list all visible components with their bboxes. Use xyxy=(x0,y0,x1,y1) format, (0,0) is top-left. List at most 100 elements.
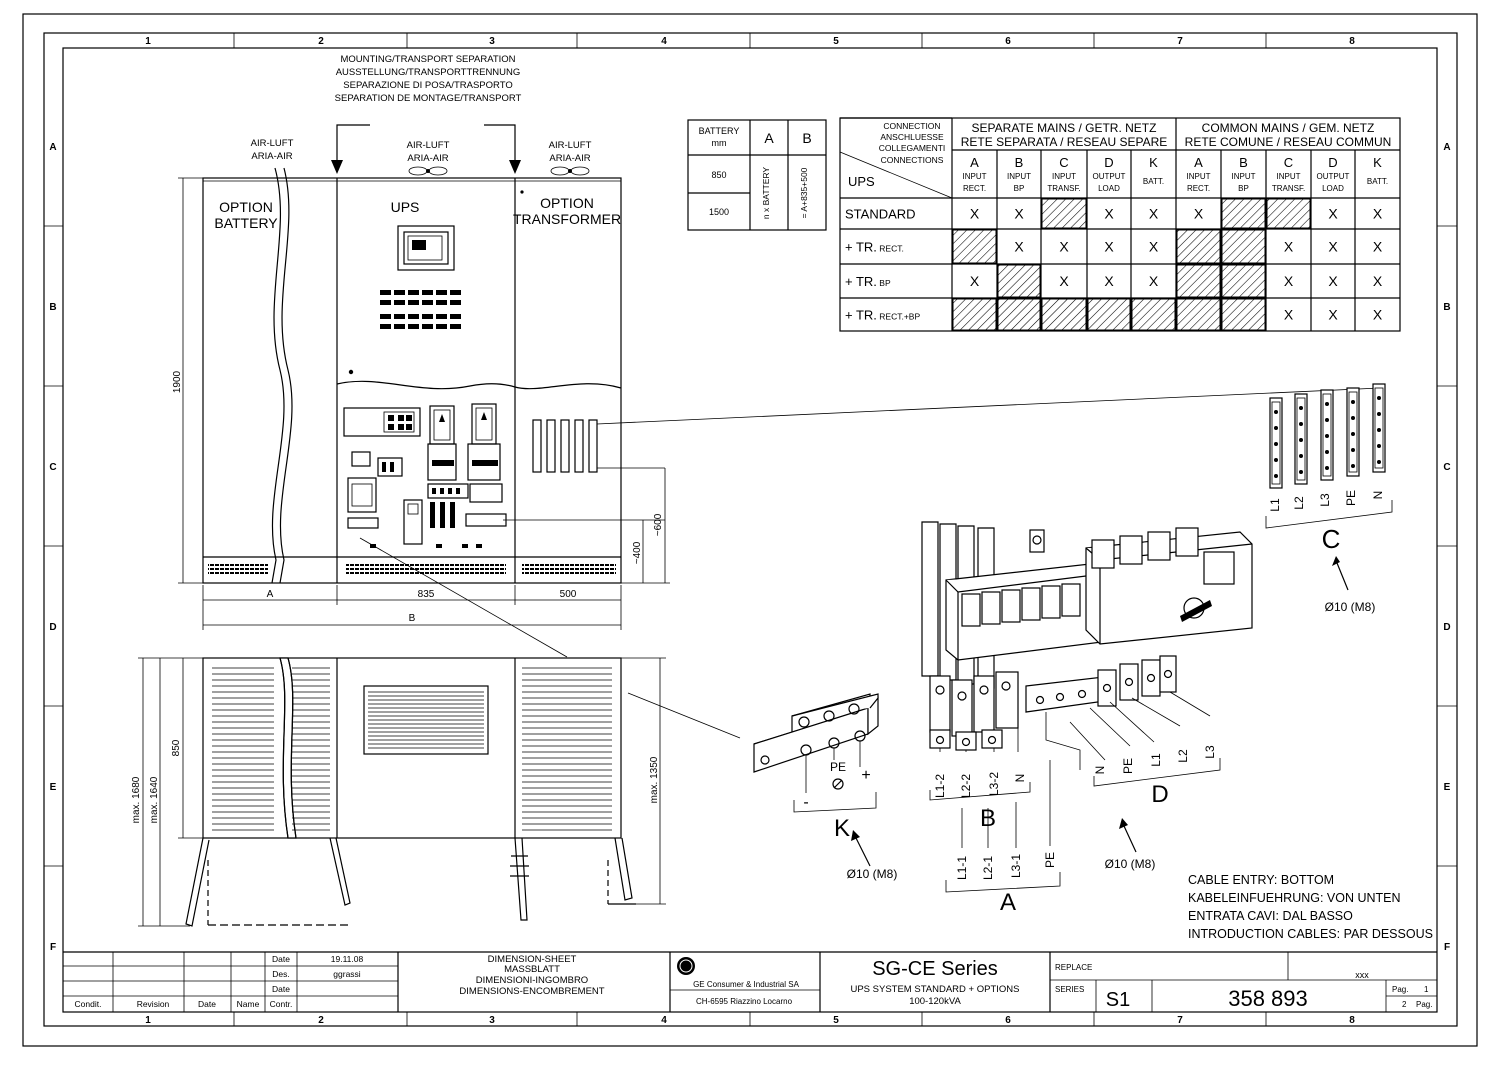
tb-company: GE Consumer & Industrial SA xyxy=(693,980,799,989)
tb-contr-label: Contr. xyxy=(270,999,293,1009)
dim-max-1350: max. 1350 xyxy=(649,756,660,803)
dim-850: 850 xyxy=(171,739,182,756)
cable-entry-note: CABLE ENTRY: BOTTOM KABELEINFUEHRUNG: VO… xyxy=(1188,873,1433,941)
air-right-1: AIR-LUFT xyxy=(549,140,592,151)
dim-max-1640: max. 1640 xyxy=(149,776,160,823)
zone-col-3: 3 xyxy=(489,36,495,47)
zone-col-7-bottom: 7 xyxy=(1177,1015,1183,1026)
conn-cell-hatched xyxy=(1221,229,1266,264)
terminal-k-bolt: Ø10 (M8) xyxy=(847,867,898,881)
tb-pag-label-2: Pag. xyxy=(1416,1000,1432,1009)
terminal-a-letter: A xyxy=(1000,889,1016,916)
conn-col-sub: RECT. xyxy=(963,184,986,193)
tb-sheet-title-3: DIMENSIONI-INGOMBRO xyxy=(476,975,588,986)
conn-cell-hatched xyxy=(1176,298,1221,331)
zone-row-c: C xyxy=(49,462,56,473)
tb-name-col: Name xyxy=(237,999,260,1009)
terminal-k-minus: - xyxy=(803,794,808,811)
terminal-a-l3-1: L3-1 xyxy=(1009,854,1023,878)
conn-row-label: + TR. BP xyxy=(845,274,891,289)
terminal-d-n: N xyxy=(1093,766,1107,775)
tb-series-sub-1: UPS SYSTEM STANDARD + OPTIONS xyxy=(850,984,1019,995)
cable-entry-de: KABELEINFUEHRUNG: VON UNTEN xyxy=(1188,891,1401,905)
terminal-d-letter: D xyxy=(1151,781,1168,808)
conn-col-sub: OUTPUT xyxy=(1317,172,1350,181)
indicator-leds xyxy=(380,290,461,329)
terminal-abd-bolt: Ø10 (M8) xyxy=(1105,857,1156,871)
front-view: MOUNTING/TRANSPORT SEPARATION AUSSTELLUN… xyxy=(172,54,1381,658)
conn-cell-x: X xyxy=(1373,273,1383,289)
dim-500: 500 xyxy=(560,589,577,600)
battery-row-1500: 1500 xyxy=(709,207,729,217)
tb-address: CH-6595 Riazzino Locarno xyxy=(696,997,793,1006)
conn-cell-x: X xyxy=(1328,239,1338,255)
zone-col-4-bottom: 4 xyxy=(661,1015,667,1026)
conn-cell-x: X xyxy=(1194,206,1204,222)
switch-handle-icon xyxy=(1180,600,1212,622)
zone-col-5-bottom: 5 xyxy=(833,1015,839,1026)
vent-grille xyxy=(368,691,484,749)
zone-row-a-right: A xyxy=(1443,142,1450,153)
terminal-c-pe: PE xyxy=(1344,490,1358,506)
conn-row-label: STANDARD xyxy=(845,207,916,222)
conn-cell-x: X xyxy=(1284,239,1294,255)
conn-corner-fr: CONNECTIONS xyxy=(881,155,944,165)
cable-entry-fr: INTRODUCTION CABLES: PAR DESSOUS xyxy=(1188,927,1433,941)
terminal-b-n: N xyxy=(1013,774,1027,783)
terminal-b-letter: B xyxy=(980,805,996,832)
conn-cell-x: X xyxy=(1328,307,1338,323)
conn-cell-x: X xyxy=(1104,273,1114,289)
battery-a-formula: n x BATTERY xyxy=(761,167,771,219)
terminal-c-bolt: Ø10 (M8) xyxy=(1325,600,1376,614)
conn-cell-x: X xyxy=(1284,307,1294,323)
separation-label-en: MOUNTING/TRANSPORT SEPARATION xyxy=(340,54,515,65)
conn-cell-hatched xyxy=(952,298,997,331)
conn-cell-x: X xyxy=(1328,273,1338,289)
conn-cell-hatched xyxy=(952,229,997,264)
tb-des-value: ggrassi xyxy=(333,969,361,979)
terminal-a-l2-1: L2-1 xyxy=(981,856,995,880)
zone-row-b: B xyxy=(49,302,56,313)
zone-row-d-right: D xyxy=(1443,622,1450,633)
terminal-k-pe: PE xyxy=(830,760,846,774)
tb-series-sub-2: 100-120kVA xyxy=(909,996,961,1007)
zone-col-8-bottom: 8 xyxy=(1349,1015,1355,1026)
conn-col-sub: INPUT xyxy=(1052,172,1076,181)
common-mains-title-1: COMMON MAINS / GEM. NETZ xyxy=(1202,121,1375,135)
separation-label-de: AUSSTELLUNG/TRANSPORTTRENNUNG xyxy=(336,67,521,78)
conn-col-letter: D xyxy=(1328,155,1337,170)
zone-col-1-bottom: 1 xyxy=(145,1015,151,1026)
tb-condit: Condit. xyxy=(75,999,102,1009)
battery-b-formula: = A+835+500 xyxy=(799,167,809,218)
arrow-down-icon xyxy=(331,160,343,174)
terminal-a-l1-1: L1-1 xyxy=(955,856,969,880)
terminal-b-l1-2: L1-2 xyxy=(933,774,947,798)
dim-835: 835 xyxy=(418,589,435,600)
conn-cell-x: X xyxy=(1014,239,1024,255)
terminal-b-l3-2: L3-2 xyxy=(987,772,1001,796)
conn-col-sub: LOAD xyxy=(1098,184,1120,193)
conn-cell-hatched xyxy=(1041,298,1087,331)
zone-col-8: 8 xyxy=(1349,36,1355,47)
conn-cell-x: X xyxy=(1328,206,1338,222)
tb-sheet-title-1: DIMENSION-SHEET xyxy=(488,954,577,965)
battery-table: BATTERY mm 850 1500 n x BATTERY = A+835+… xyxy=(687,119,827,231)
tb-series-value: S1 xyxy=(1106,989,1130,1011)
terminal-c-n: N xyxy=(1371,491,1385,500)
conn-col-sub: INPUT xyxy=(963,172,987,181)
tb-pag-value-2: 2 xyxy=(1402,1000,1407,1009)
terminal-c-letter: C xyxy=(1322,524,1341,554)
switch-assembly: L1-2 L2-2 L3-2 N B L1-1 L2-1 L3-1 PE A N… xyxy=(921,521,1253,916)
terminal-block-c: L1 L2 L3 PE N C Ø10 (M8) xyxy=(1265,383,1393,614)
battery-header-b: B xyxy=(802,130,811,146)
terminal-k-letter: K xyxy=(834,815,850,842)
tb-revision: Revision xyxy=(137,999,170,1009)
terminal-d-l1: L1 xyxy=(1149,753,1163,767)
tb-pag-value-1: 1 xyxy=(1424,985,1429,994)
separation-label-fr: SEPARATION DE MONTAGE/TRANSPORT xyxy=(335,93,522,104)
tb-replace-label: REPLACE xyxy=(1055,963,1092,972)
conn-col-sub: BATT. xyxy=(1143,177,1164,186)
conn-corner-ups: UPS xyxy=(848,174,875,189)
